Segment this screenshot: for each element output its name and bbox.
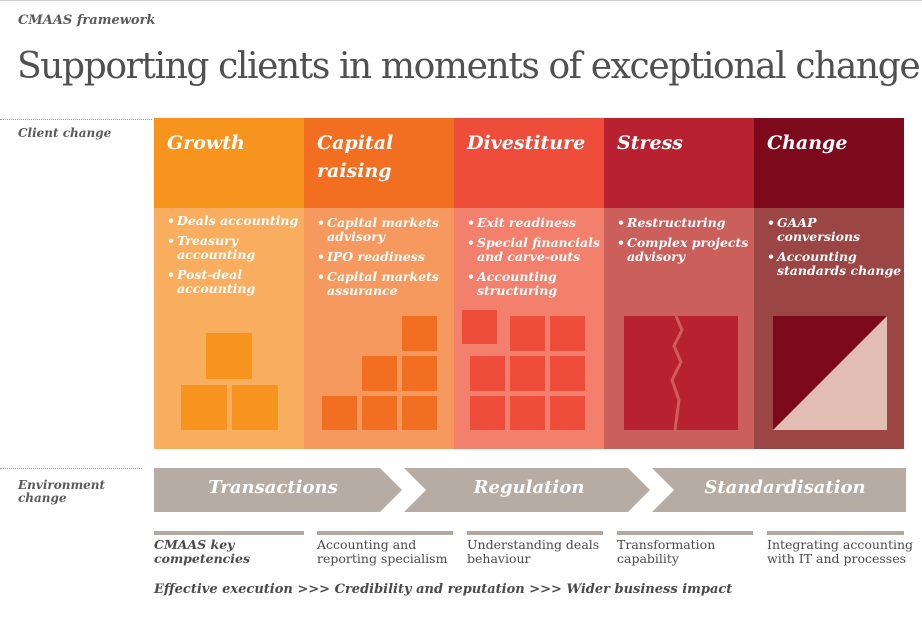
page-title: Supporting clients in moments of excepti… [17, 46, 921, 87]
column-capital-raising: Capital raising Capital markets advisory… [304, 118, 454, 449]
column-change-body: GAAP conversions Accounting standards ch… [754, 208, 904, 449]
grid-block [470, 396, 505, 430]
bullet-item: Exit readiness [467, 216, 602, 231]
competency-deals-behaviour: Understanding deals behaviour [467, 537, 600, 566]
grid-block [470, 356, 505, 391]
grid-block [510, 396, 545, 430]
bullet-item: Restructuring [617, 216, 752, 231]
column-change-header: Change [754, 118, 904, 208]
column-growth-bullets: Deals accounting Treasury accounting Pos… [167, 214, 302, 302]
growth-block-left [181, 385, 227, 430]
grid-block [510, 316, 545, 351]
framework-kicker: CMAAS framework [18, 13, 156, 28]
bullet-item: GAAP conversions [767, 216, 902, 244]
competency-accounting-reporting: Accounting and reporting specialism [317, 537, 448, 566]
growth-block-right [232, 385, 278, 430]
column-capital-raising-body: Capital markets advisory IPO readiness C… [304, 208, 454, 449]
bullet-item: Accounting structuring [467, 270, 602, 298]
column-change-title: Change [767, 132, 848, 154]
environment-chevron-band [154, 468, 906, 512]
bullet-item: Post-deal accounting [167, 268, 302, 296]
staircase-block [362, 356, 397, 391]
bullet-item: IPO readiness [317, 250, 452, 265]
bullet-item: Complex projects advisory [617, 236, 752, 264]
column-stress-header: Stress [604, 118, 754, 208]
column-stress: Stress Restructuring Complex projects ad… [604, 118, 754, 449]
column-divestiture-title: Divestiture [467, 132, 586, 154]
chevron-standardisation [652, 468, 906, 512]
column-divestiture-body: Exit readiness Special financials and ca… [454, 208, 604, 449]
competency-bar [317, 531, 453, 535]
column-change-bullets: GAAP conversions Accounting standards ch… [767, 216, 902, 284]
environment-standardisation: Standardisation [704, 477, 866, 498]
bullet-item: Deals accounting [167, 214, 302, 229]
staircase-block [362, 396, 397, 430]
competency-bar [154, 531, 304, 535]
column-growth-header: Growth [154, 118, 304, 208]
grid-block [550, 396, 585, 430]
environment-regulation: Regulation [473, 477, 585, 498]
column-growth: Growth Deals accounting Treasury account… [154, 118, 304, 449]
staircase-block [322, 396, 357, 430]
grid-block [510, 356, 545, 391]
column-stress-title: Stress [617, 132, 683, 154]
cracked-block [624, 316, 738, 430]
bullet-item: Capital markets advisory [317, 216, 452, 244]
bullet-item: Special financials and carve-outs [467, 236, 602, 264]
column-change: Change GAAP conversions Accounting stand… [754, 118, 904, 449]
detached-block [462, 310, 497, 344]
competency-bar [767, 531, 904, 535]
environment-change-divider [0, 468, 142, 469]
growth-block-top [206, 333, 252, 379]
competency-bar [617, 531, 753, 535]
chevron-regulation [404, 468, 650, 512]
column-divestiture: Divestiture Exit readiness Special finan… [454, 118, 604, 449]
column-divestiture-header: Divestiture [454, 118, 604, 208]
column-growth-title: Growth [167, 132, 245, 154]
staircase-block [402, 396, 437, 430]
chevron-transactions [154, 468, 402, 512]
top-rule [0, 0, 922, 1]
impact-progression: Effective execution >>> Credibility and … [154, 582, 733, 597]
column-capital-raising-title: Capital raising [317, 132, 394, 182]
staircase-block [402, 356, 437, 391]
bullet-item: Treasury accounting [167, 234, 302, 262]
column-capital-raising-bullets: Capital markets advisory IPO readiness C… [317, 216, 452, 304]
staircase-block [402, 316, 437, 351]
column-stress-bullets: Restructuring Complex projects advisory [617, 216, 752, 270]
competency-transformation: Transformation capability [617, 537, 716, 566]
competency-bar [467, 531, 603, 535]
column-growth-body: Deals accounting Treasury accounting Pos… [154, 208, 304, 449]
environment-transactions: Transactions [208, 477, 338, 498]
competency-it-integration: Integrating accounting with IT and proce… [767, 537, 914, 566]
column-divestiture-bullets: Exit readiness Special financials and ca… [467, 216, 602, 304]
transition-block [773, 316, 887, 430]
bullet-item: Accounting standards change [767, 250, 902, 278]
column-stress-body: Restructuring Complex projects advisory [604, 208, 754, 449]
grid-block [550, 316, 585, 351]
client-change-label: Client change [18, 126, 112, 140]
column-capital-raising-header: Capital raising [304, 118, 454, 208]
environment-change-label: Environment change [18, 478, 106, 505]
competencies-heading: CMAAS key competencies [154, 537, 251, 566]
bullet-item: Capital markets assurance [317, 270, 452, 298]
grid-block [550, 356, 585, 391]
client-change-divider [0, 119, 152, 120]
